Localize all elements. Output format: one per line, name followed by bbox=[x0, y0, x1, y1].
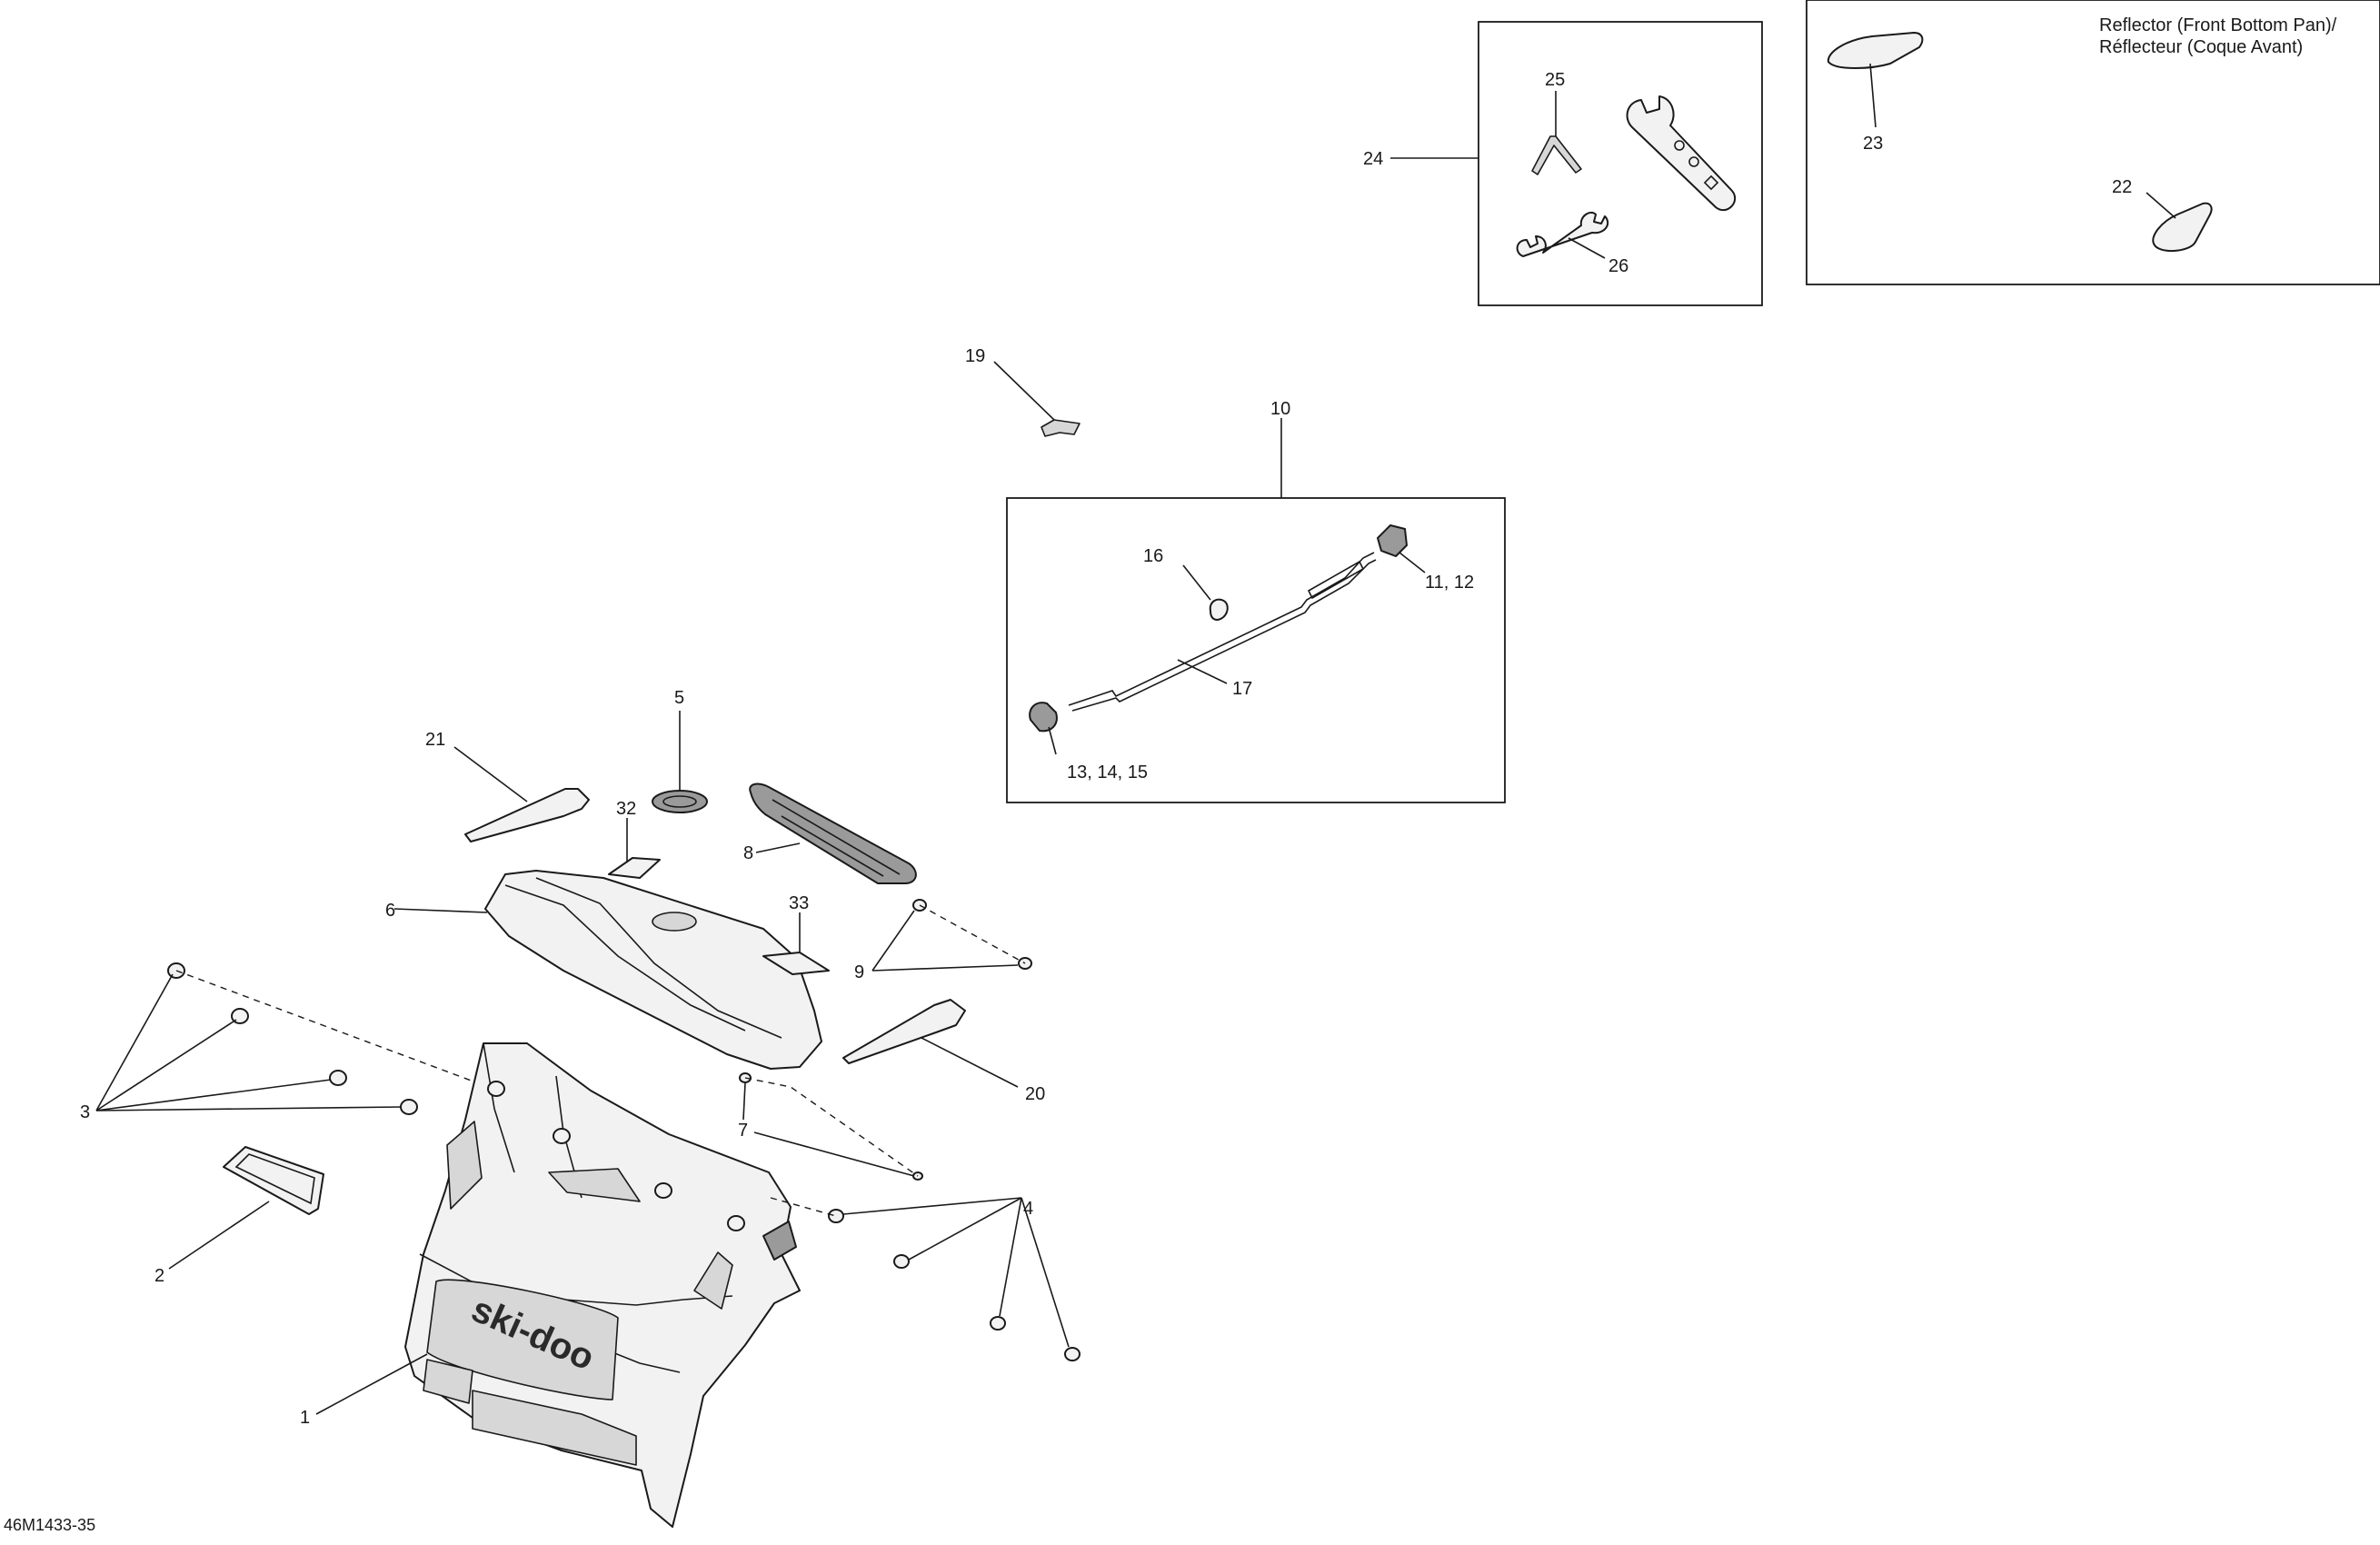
callout-5: 5 bbox=[674, 688, 684, 708]
callout-13-14-15: 13, 14, 15 bbox=[1067, 763, 1148, 782]
plate-2-group: 2 bbox=[154, 1146, 324, 1286]
spark-plug-tool-part bbox=[1531, 135, 1582, 175]
callout-2: 2 bbox=[154, 1266, 164, 1286]
screw-7-group: 7 bbox=[738, 1072, 923, 1181]
deflector-21-group: 21 bbox=[425, 730, 590, 842]
reflector-23-part bbox=[1827, 32, 1924, 69]
callout-25: 25 bbox=[1545, 70, 1565, 90]
fasteners-4-group: 4 bbox=[770, 1197, 1080, 1361]
light-8-group: 8 bbox=[743, 782, 917, 884]
reflector-inset: Reflector (Front Bottom Pan)/ Réflecteur… bbox=[1806, 0, 2380, 285]
callout-22: 22 bbox=[2112, 177, 2132, 197]
decal-33-part bbox=[762, 952, 830, 975]
callout-10: 10 bbox=[1270, 399, 1290, 419]
nut-4b-part bbox=[893, 1254, 910, 1269]
callout-3: 3 bbox=[80, 1102, 90, 1122]
plate-2-part bbox=[223, 1146, 324, 1215]
callout-32: 32 bbox=[616, 799, 636, 819]
callout-23: 23 bbox=[1863, 134, 1883, 154]
clip-19-part bbox=[1041, 419, 1080, 437]
callout-17: 17 bbox=[1232, 679, 1252, 699]
console-6-group: 6 bbox=[385, 870, 822, 1070]
open-end-wrench-part bbox=[1516, 211, 1609, 257]
callout-6: 6 bbox=[385, 901, 395, 921]
callout-4: 4 bbox=[1023, 1199, 1033, 1219]
clip-19-group: 19 bbox=[965, 346, 1080, 437]
spanner-wrench-part bbox=[1626, 95, 1737, 212]
reflector-22-part bbox=[2152, 202, 2213, 252]
callout-7: 7 bbox=[738, 1121, 748, 1141]
callout-1: 1 bbox=[300, 1408, 310, 1428]
callout-33: 33 bbox=[789, 893, 809, 913]
diagram-reference-code: 46M1433-35 bbox=[4, 1516, 95, 1534]
callout-19: 19 bbox=[965, 346, 985, 366]
tool-kit-inset: 24 25 26 bbox=[1363, 21, 1763, 306]
decal-32-part bbox=[608, 857, 661, 879]
headlight-8-part bbox=[749, 782, 917, 884]
fasteners-3-group: 3 bbox=[80, 962, 499, 1122]
nut-3c-part bbox=[329, 1070, 347, 1086]
wiring-harness-inset: 10 17 11, 12 16 13, 14, 15 bbox=[1006, 399, 1506, 803]
connector-11-12-part bbox=[1377, 524, 1408, 557]
emblem-5-group: 5 bbox=[652, 688, 708, 813]
nut-4a-part bbox=[828, 1209, 844, 1223]
callout-21: 21 bbox=[425, 730, 445, 750]
deflector-21-part bbox=[464, 788, 590, 842]
callout-24: 24 bbox=[1363, 149, 1383, 169]
console-6-part bbox=[484, 870, 822, 1070]
bulb-socket-13-15-part bbox=[1029, 702, 1058, 733]
reflector-inset-title-line2: Réflecteur (Coque Avant) bbox=[2099, 37, 2303, 57]
wire-harness-17-part bbox=[1068, 552, 1375, 706]
decal-33-group: 33 bbox=[762, 893, 830, 975]
callout-16: 16 bbox=[1143, 546, 1163, 566]
callout-20: 20 bbox=[1025, 1084, 1045, 1104]
nut-4d-part bbox=[1064, 1347, 1080, 1361]
emblem-5-part bbox=[652, 790, 708, 813]
callout-8: 8 bbox=[743, 843, 753, 863]
callout-26: 26 bbox=[1608, 256, 1628, 276]
reflector-inset-title-line1: Reflector (Front Bottom Pan)/ bbox=[2099, 15, 2337, 35]
nut-4c-part bbox=[990, 1316, 1006, 1331]
callout-11-12: 11, 12 bbox=[1425, 573, 1474, 593]
hood-1-group: ski-doo 1 bbox=[300, 1042, 801, 1528]
deflector-20-group: 20 bbox=[842, 999, 1045, 1104]
decal-32-group: 32 bbox=[608, 799, 661, 879]
nut-3d-part bbox=[400, 1099, 418, 1115]
screws-9-group: 9 bbox=[854, 899, 1032, 982]
deflector-20-part bbox=[842, 999, 966, 1064]
callout-9: 9 bbox=[854, 962, 864, 982]
grommet-16-part bbox=[1209, 598, 1229, 621]
